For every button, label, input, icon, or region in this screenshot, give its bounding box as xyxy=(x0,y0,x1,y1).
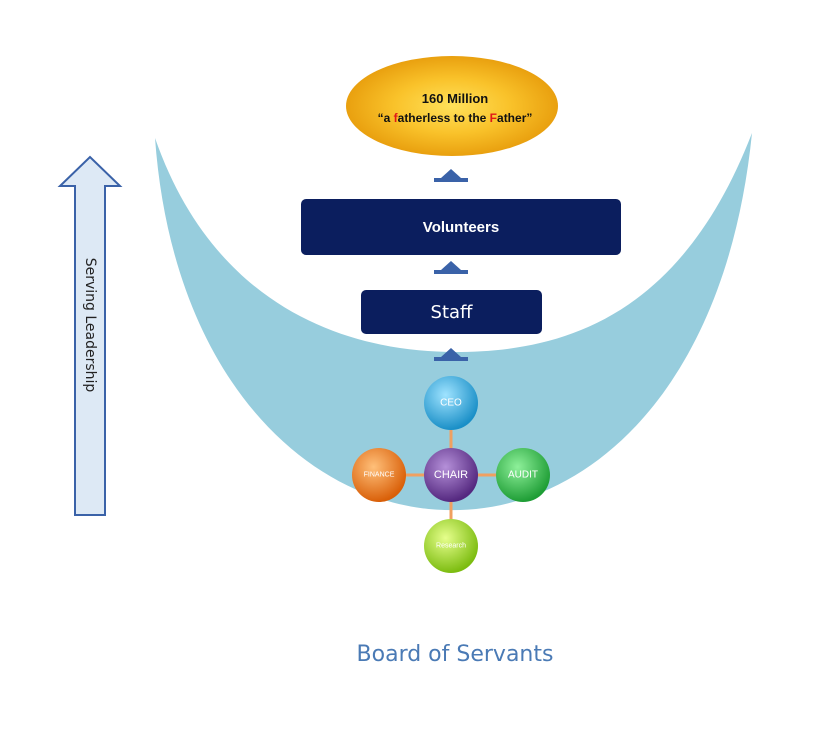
volunteers-box: Volunteers xyxy=(301,199,621,255)
goal-tagline-accent: F xyxy=(489,111,498,125)
finance-label: FINANCE xyxy=(363,471,395,479)
ceo-circle xyxy=(424,376,478,430)
goal-tagline: “a fatherless to the Father” xyxy=(330,111,580,125)
chair-circle xyxy=(424,448,478,502)
goal-title: 160 Million xyxy=(421,91,489,106)
serving-leadership-label: Serving Leadership xyxy=(82,257,98,393)
up-arrow-icon xyxy=(422,261,482,274)
serving-leadership-arrow xyxy=(57,155,123,516)
up-arrow-icon xyxy=(422,169,482,182)
goal-tagline-part: “a xyxy=(377,111,394,125)
board-of-servants-title: Board of Servants xyxy=(356,642,554,667)
audit-circle xyxy=(496,448,550,502)
up-arrow-icon xyxy=(422,348,482,361)
ceo-label: CEO xyxy=(440,397,462,409)
bottom-label: Research xyxy=(436,542,466,550)
goal-tagline-part: ather” xyxy=(497,111,533,125)
staff-box: Staff xyxy=(361,290,542,334)
chair-label: CHAIR xyxy=(433,469,469,481)
finance-circle xyxy=(352,448,406,502)
bottom-circle xyxy=(424,519,478,573)
goal-tagline-part: atherless to the xyxy=(397,111,490,125)
goal-ellipse xyxy=(346,56,558,156)
goal-tagline-accent: f xyxy=(393,111,398,125)
audit-label: AUDIT xyxy=(508,469,538,481)
bowl-shape xyxy=(155,133,752,511)
